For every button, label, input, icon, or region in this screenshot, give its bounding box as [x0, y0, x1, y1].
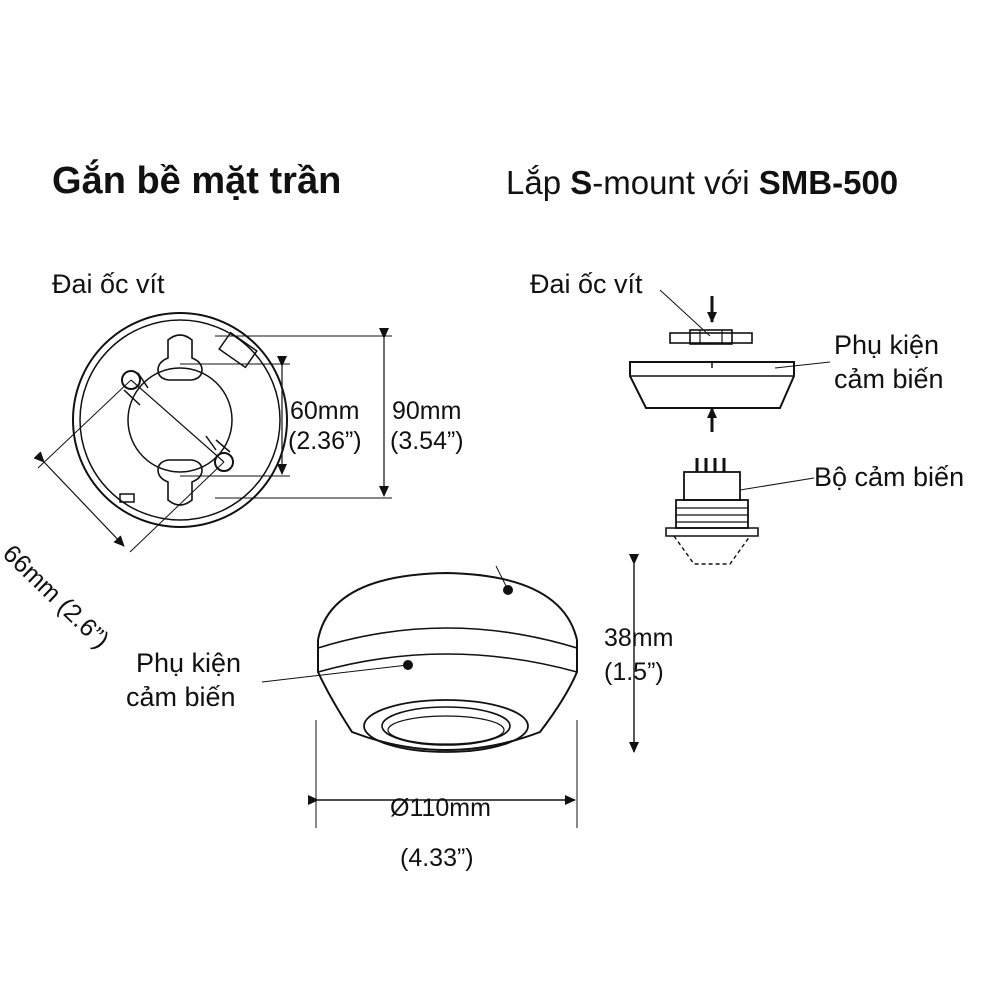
mounting-plate-plan-view: [33, 312, 392, 553]
dim-110mm-inch: (4.33”): [400, 844, 474, 872]
s-mount-title-prefix: Lắp: [506, 164, 571, 201]
dim-60mm-inch: (2.36”): [288, 427, 362, 455]
accessory-label-bottom-line2: cảm biến: [126, 682, 236, 712]
dim-110mm: Ø110mm: [390, 794, 491, 822]
dim-90mm: 90mm: [392, 397, 462, 425]
sensor-label: Bộ cảm biến: [814, 462, 965, 492]
accessory-label-bottom-line1: Phụ kiện: [136, 648, 242, 678]
s-mount-title-bold-s: S: [570, 164, 593, 201]
dim-38mm: 38mm: [604, 624, 674, 652]
s-mount-title-model: SMB-500: [758, 164, 899, 201]
s-mount-title-middle: -mount với: [592, 164, 759, 201]
screw-nut-label-right: Đai ốc vít: [530, 269, 643, 299]
dim-60mm: 60mm: [290, 397, 360, 425]
dim-90mm-inch: (3.54”): [390, 427, 464, 455]
accessory-label-right-line2: cảm biến: [834, 364, 944, 394]
surface-mount-title: Gắn bề mặt trần: [52, 160, 342, 202]
dim-38mm-inch: (1.5”): [604, 658, 664, 686]
screw-nut-label-left: Đai ốc vít: [52, 269, 165, 299]
s-mount-exploded-view: [629, 289, 831, 565]
s-mount-title: Lắp S-mount với SMB-500: [506, 164, 898, 202]
sensor-accessory-perspective-view: [261, 554, 639, 828]
accessory-label-right-line1: Phụ kiện: [834, 330, 940, 360]
